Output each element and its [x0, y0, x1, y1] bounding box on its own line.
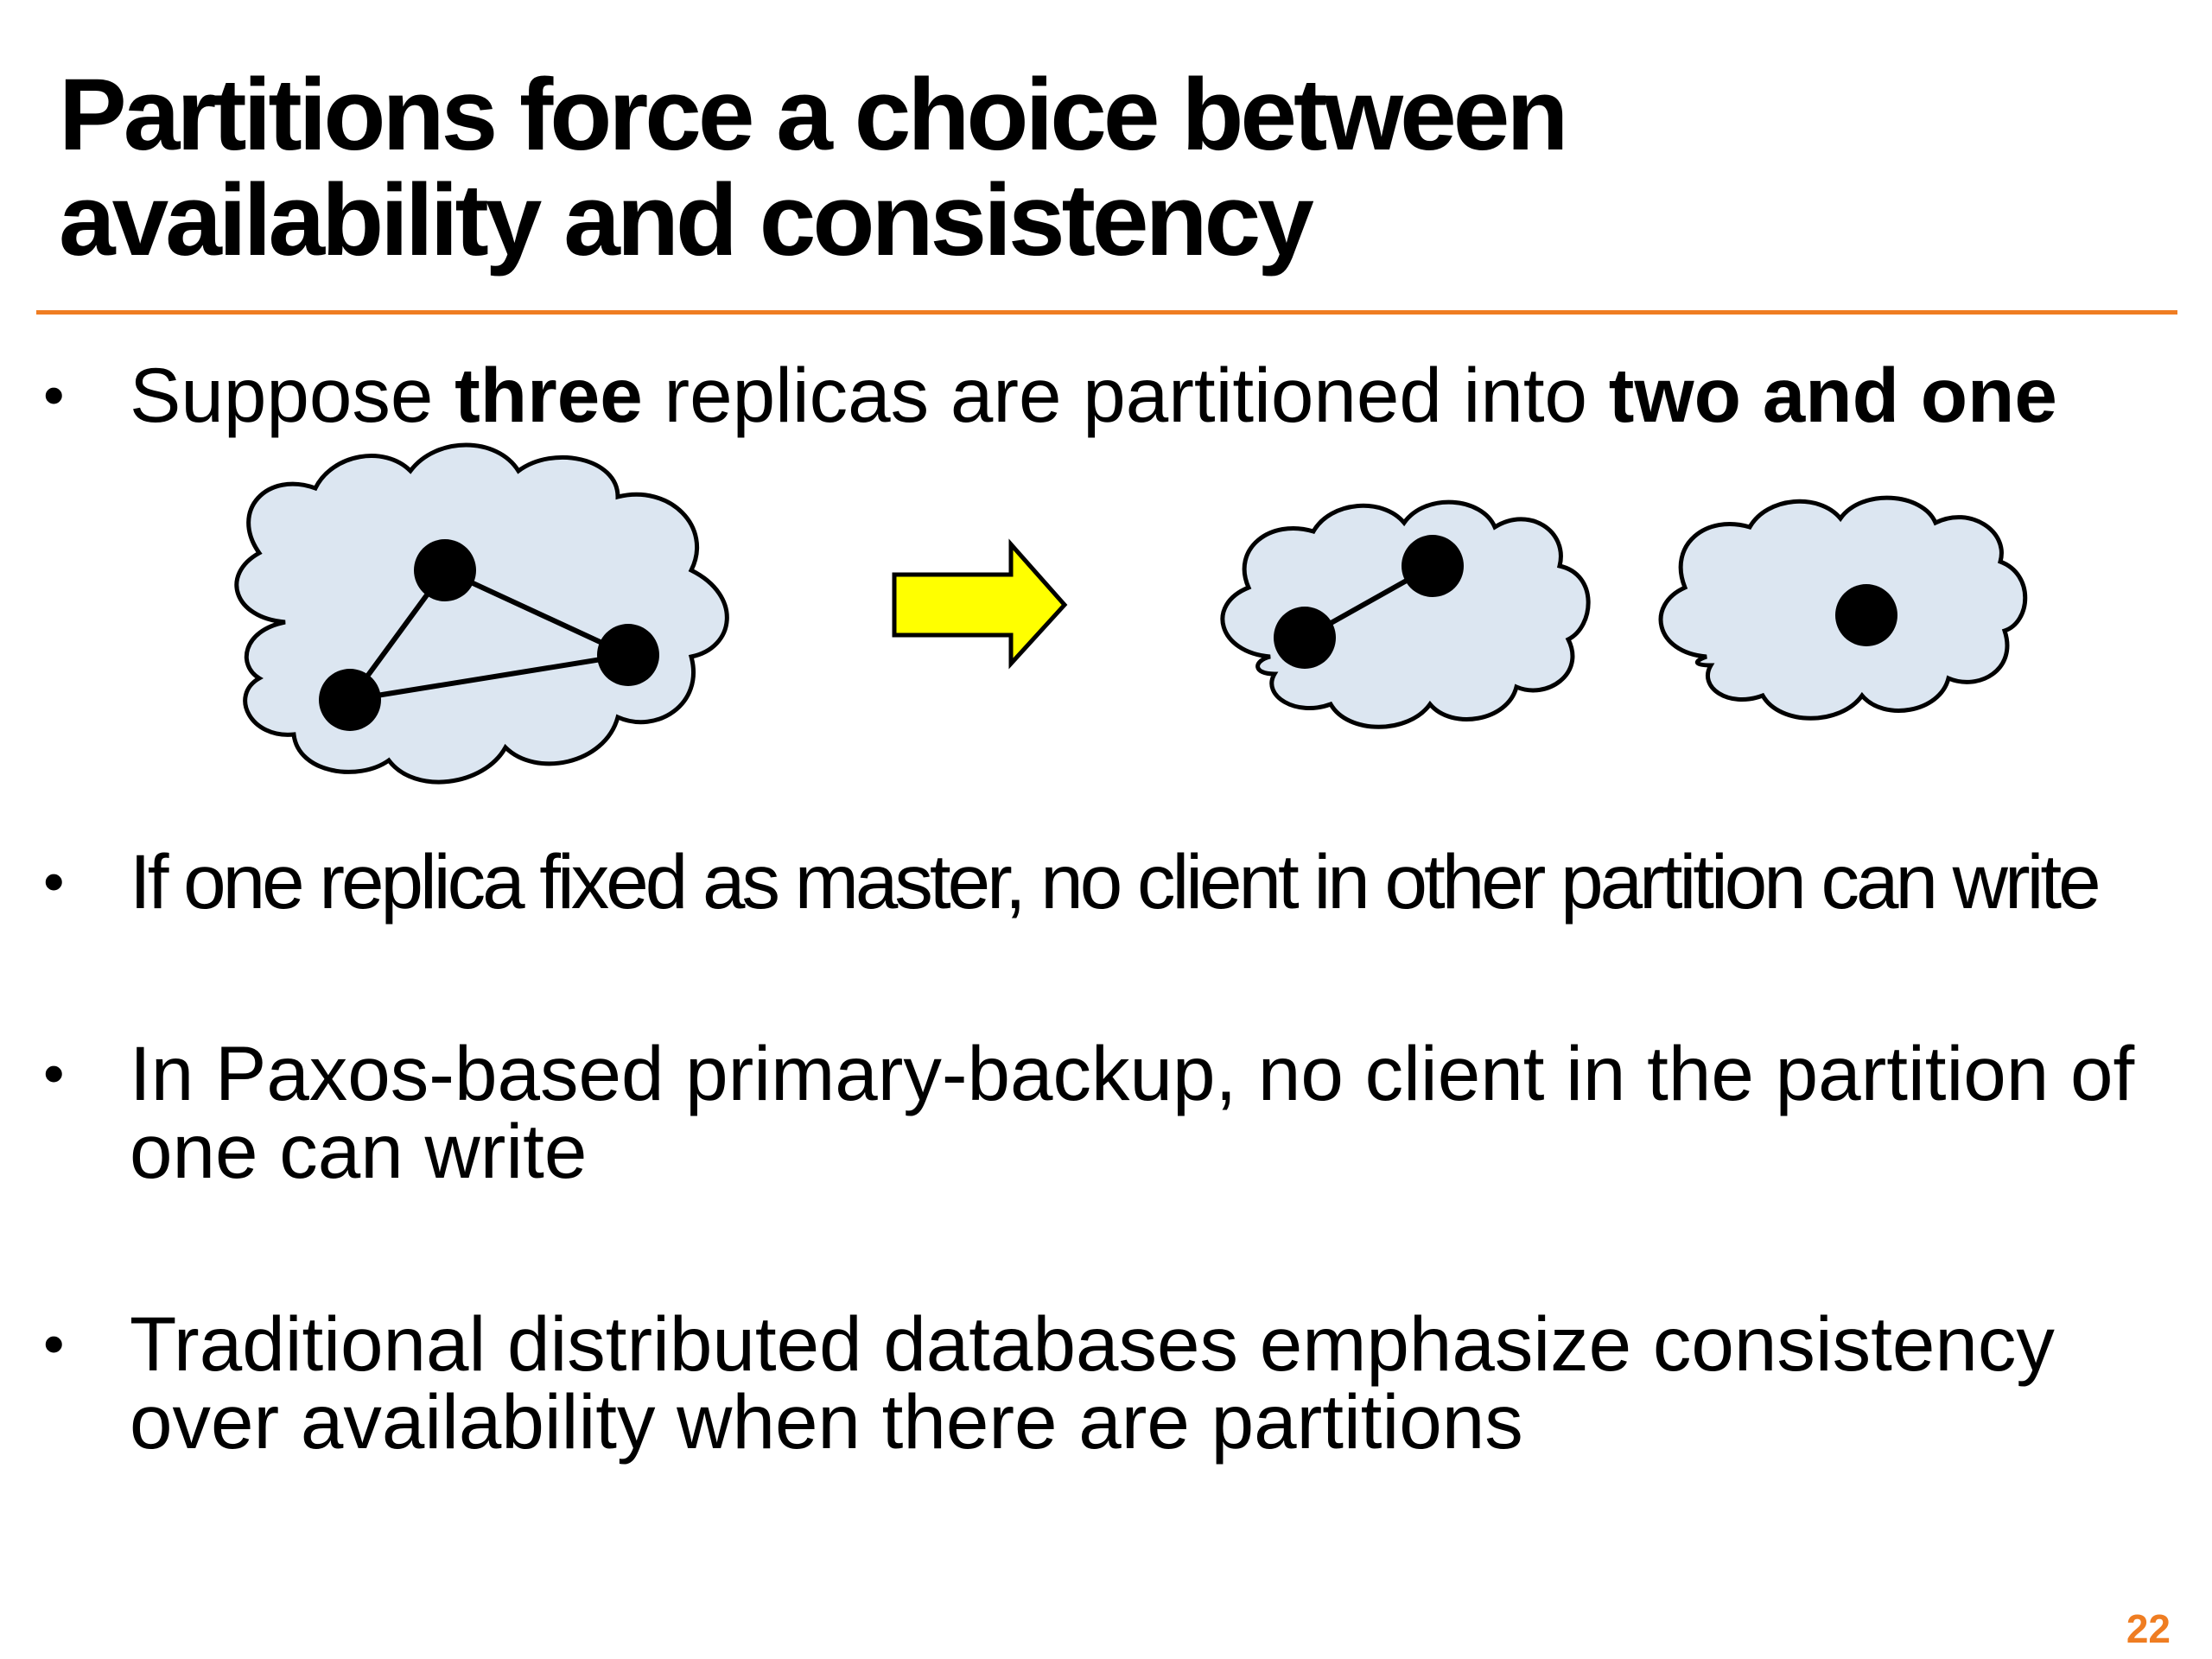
bullet-marker: • — [43, 1310, 65, 1377]
bullet-text-emphasis: three — [454, 352, 643, 438]
cloud-shape — [1658, 495, 2028, 721]
bullet-text-line: Traditional distributed databases emphas… — [130, 1300, 2055, 1387]
bullet-text-segment: replicas are partitioned into — [642, 352, 1609, 438]
replica-node — [1274, 607, 1336, 669]
cloud-three-replicas — [234, 442, 729, 785]
bullet-marker: • — [43, 1039, 65, 1107]
bullet-text: If one replica fixed as master, no clien… — [130, 842, 2101, 920]
cloud-shape — [1220, 499, 1591, 729]
right-arrow-icon — [892, 538, 1068, 670]
slide-title-line-2: availability and consistency — [59, 163, 1314, 277]
bullet-text-line: one can write — [130, 1108, 588, 1194]
replica-nodes-group-b — [1274, 535, 1464, 669]
replica-link — [347, 652, 631, 702]
page-number: 22 — [2126, 1606, 2171, 1651]
slide-title-line-1: Partitions force a choice between — [59, 58, 1568, 172]
bullet-text-line: If one replica fixed as master, no clien… — [130, 838, 2101, 925]
replica-node — [319, 669, 381, 731]
bullet-text: Suppose three replicas are partitioned i… — [130, 356, 2057, 434]
bullet-marker: • — [43, 361, 65, 429]
bullet-text-segment: Suppose — [130, 352, 455, 438]
cloud-two-replicas — [1220, 499, 1591, 729]
bullet-text: In Paxos-based primary-backup, no client… — [130, 1034, 2134, 1190]
cloud-shape — [234, 442, 729, 785]
slide-title: Partitions force a choice between availa… — [59, 62, 2150, 273]
cloud-one-replica — [1658, 495, 2028, 721]
replica-nodes-group-a — [319, 539, 659, 731]
replica-edges-triangle — [347, 568, 631, 702]
replica-node — [414, 539, 476, 601]
bullet-text-line: over availability when there are partiti… — [130, 1378, 1523, 1465]
title-underline — [36, 310, 2177, 315]
replica-node — [597, 624, 659, 686]
replica-link — [347, 568, 448, 702]
bullet-marker: • — [43, 848, 65, 915]
replica-link — [1302, 563, 1435, 640]
bullet-text: Traditional distributed databases emphas… — [130, 1305, 2055, 1460]
bullet-text-emphasis: two and one — [1608, 352, 2057, 438]
replica-node — [1402, 535, 1464, 597]
replica-node — [1835, 584, 1897, 646]
replica-link — [442, 568, 631, 658]
bullet-text-line: In Paxos-based primary-backup, no client… — [130, 1030, 2135, 1116]
